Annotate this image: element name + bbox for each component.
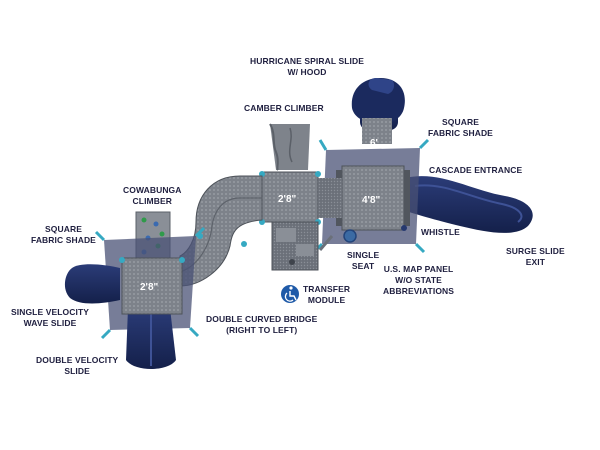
wheelchair-accessibility-icon xyxy=(281,285,299,303)
deck-middle: 2'8" xyxy=(259,171,342,225)
double-velocity-slide xyxy=(126,308,176,369)
label-cascade-entrance: CASCADE ENTRANCE xyxy=(429,165,523,175)
hurricane-spiral-slide: 6' xyxy=(351,78,405,149)
deck-height-middle: 2'8" xyxy=(278,194,297,205)
label-us-map-panel: U.S. MAP PANEL W/O STATE ABBREVIATIONS xyxy=(383,264,455,296)
deck-height-right: 4'8" xyxy=(362,195,381,206)
single-seat xyxy=(318,229,357,251)
label-square-fabric-shade-left: SQUARE FABRIC SHADE xyxy=(31,224,96,245)
label-surge-slide-exit: SURGE SLIDE EXIT xyxy=(506,246,565,267)
label-hurricane-spiral-slide: HURRICANE SPIRAL SLIDE W/ HOOD xyxy=(250,56,364,77)
single-velocity-wave-slide xyxy=(64,264,120,304)
label-single-seat: SINGLE SEAT xyxy=(347,250,380,271)
deck-right: 4'8" xyxy=(336,165,410,231)
label-single-velocity-wave-slide: SINGLE VELOCITY WAVE SLIDE xyxy=(11,307,90,328)
deck-height-left: 2'8" xyxy=(140,282,159,293)
label-double-curved-bridge: DOUBLE CURVED BRIDGE (RIGHT TO LEFT) xyxy=(206,314,318,335)
deck-height-top: 6' xyxy=(370,138,378,149)
label-camber-climber: CAMBER CLIMBER xyxy=(244,103,324,113)
label-cowabunga-climber: COWABUNGA CLIMBER xyxy=(123,185,182,206)
camber-climber xyxy=(269,123,310,171)
label-double-velocity-slide: DOUBLE VELOCITY SLIDE xyxy=(36,355,119,376)
label-whistle: WHISTLE xyxy=(421,227,460,237)
label-square-fabric-shade-right: SQUARE FABRIC SHADE xyxy=(428,117,493,138)
surge-slide-exit xyxy=(403,176,533,233)
transfer-module xyxy=(271,221,319,271)
whistle xyxy=(401,225,407,231)
label-transfer-module: TRANSFER MODULE xyxy=(303,284,351,305)
deck-left: 2'8" xyxy=(119,257,185,315)
